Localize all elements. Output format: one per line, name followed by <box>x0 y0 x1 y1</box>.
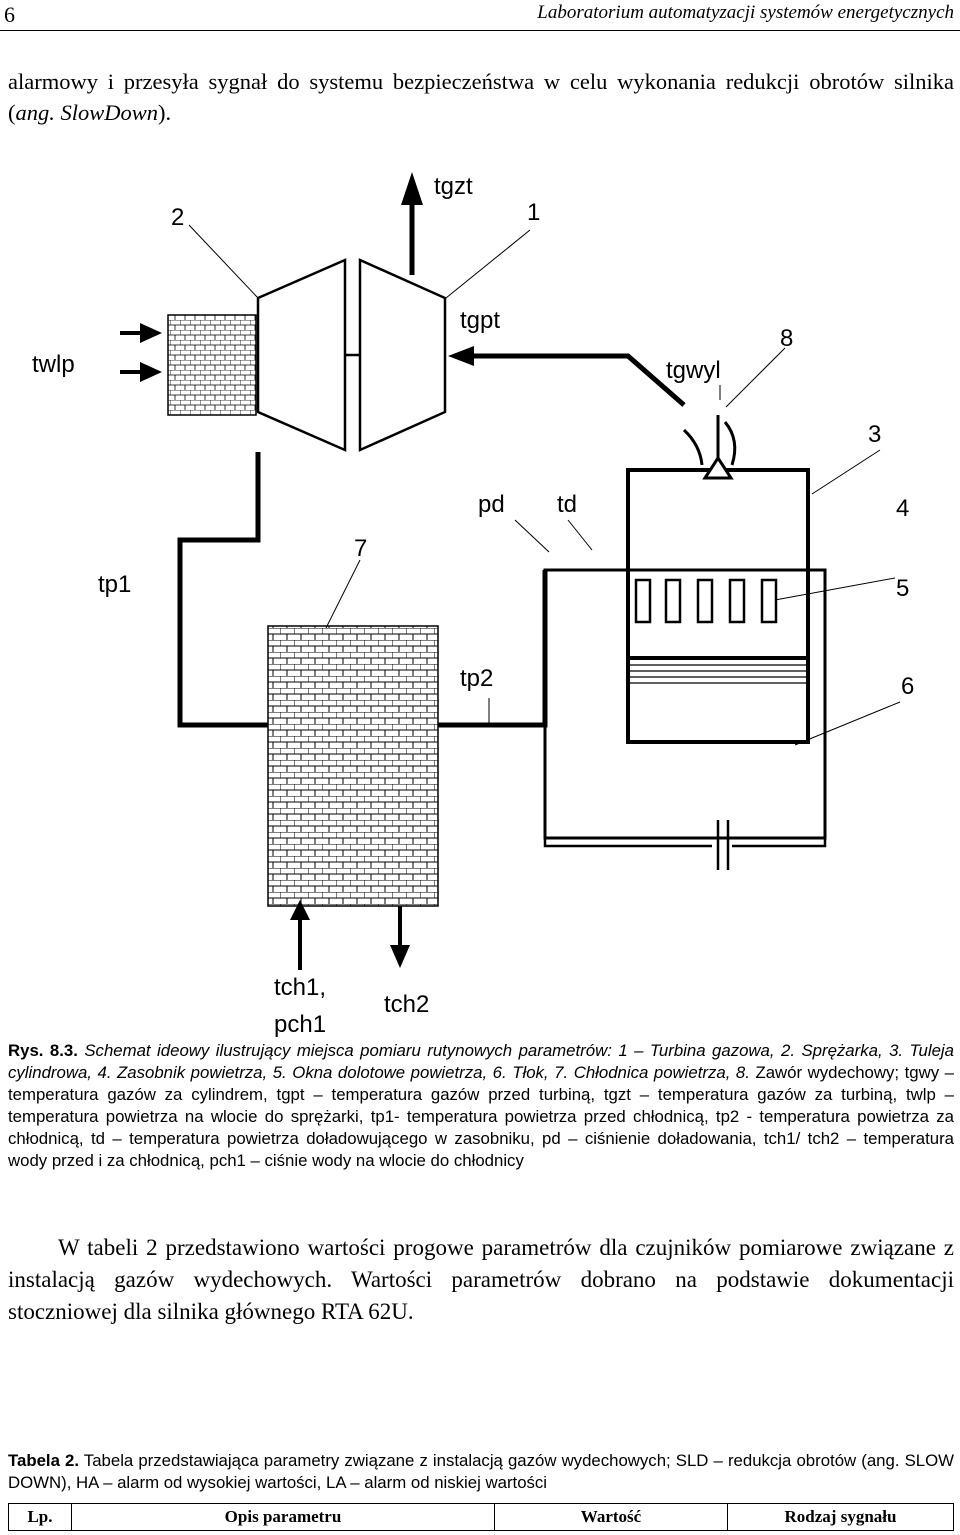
compressor-shape <box>256 258 347 452</box>
figure-caption: Rys. 8.3. Schemat ideowy ilustrujący mie… <box>8 1040 954 1172</box>
figure-caption-rest: Zawór wydechowy; tgwy – temperatura gazó… <box>8 1063 954 1170</box>
exhaust-into-turbine-arrow <box>448 346 474 366</box>
twlp-arrow-2 <box>140 362 162 382</box>
twlp-arrow-1 <box>140 323 162 343</box>
air-cooler <box>267 625 439 907</box>
col-signal-type: Rodzaj sygnału <box>727 1503 954 1531</box>
page-header: 6 Laboratorium automatyzacji systemów en… <box>0 0 960 31</box>
intro-tail: ). <box>158 100 172 125</box>
turbine-shape <box>358 258 447 452</box>
label-7: 7 <box>354 535 367 562</box>
label-5: 5 <box>896 575 909 602</box>
label-tgzt: tgzt <box>434 173 473 200</box>
label-tp2: tp2 <box>460 665 493 692</box>
label-tgwyl: tgwyl <box>666 357 721 384</box>
running-title: Laboratorium automatyzacji systemów ener… <box>537 2 954 23</box>
table-caption-text: Tabela przedstawiająca parametry związan… <box>8 1451 955 1492</box>
col-description: Opis parametru <box>71 1503 495 1531</box>
label-6: 6 <box>901 673 914 700</box>
engine-schematic-diagram: 2 tgzt 1 twlp tgpt 8 tgwyl 3 pd td 4 7 t… <box>32 172 914 1038</box>
label-twlp: twlp <box>32 351 75 378</box>
label-2: 2 <box>171 204 184 231</box>
table-caption-lead: Tabela 2. <box>8 1451 80 1470</box>
label-td: td <box>557 491 577 518</box>
body-paragraph: W tabeli 2 przedstawiono wartości progow… <box>8 1235 954 1324</box>
piston <box>626 656 810 744</box>
table-caption: Tabela 2. Tabela przedstawiająca paramet… <box>8 1450 954 1494</box>
figure-caption-italic: Schemat ideowy ilustrujący miejsca pomia… <box>8 1041 954 1082</box>
intro-paragraph: alarmowy i przesyła sygnał do systemu be… <box>8 66 954 128</box>
table-header-row: Lp. Opis parametru Wartość Rodzaj sygnał… <box>8 1503 954 1531</box>
col-value: Wartość <box>494 1503 728 1531</box>
label-8: 8 <box>780 325 793 352</box>
figure-caption-lead: Rys. 8.3. <box>8 1041 78 1060</box>
label-3: 3 <box>868 421 881 448</box>
scavenge-receiver <box>543 568 827 840</box>
intro-text: alarmowy i przesyła sygnał do systemu be… <box>8 69 954 125</box>
inlet-filter <box>167 314 257 416</box>
label-4: 4 <box>896 495 909 522</box>
label-tch1: tch1, <box>274 974 326 1001</box>
water-inlet-arrow <box>290 900 310 920</box>
water-outlet-arrow <box>390 945 410 968</box>
label-tgpt: tgpt <box>460 307 500 334</box>
intro-italic: ang. SlowDown <box>15 100 159 125</box>
exhaust-up-arrow <box>401 172 423 205</box>
label-tch2: tch2 <box>384 991 429 1018</box>
exhaust-valve <box>702 455 734 480</box>
col-lp: Lp. <box>8 1503 72 1531</box>
label-pch1: pch1 <box>274 1011 326 1038</box>
label-tp1: tp1 <box>98 571 131 598</box>
label-pd: pd <box>478 491 505 518</box>
parameters-table: Lp. Opis parametru Wartość Rodzaj sygnał… <box>8 1503 954 1531</box>
scavenge-ports <box>634 578 778 624</box>
page-number: 6 <box>4 2 15 27</box>
label-1: 1 <box>527 199 540 226</box>
